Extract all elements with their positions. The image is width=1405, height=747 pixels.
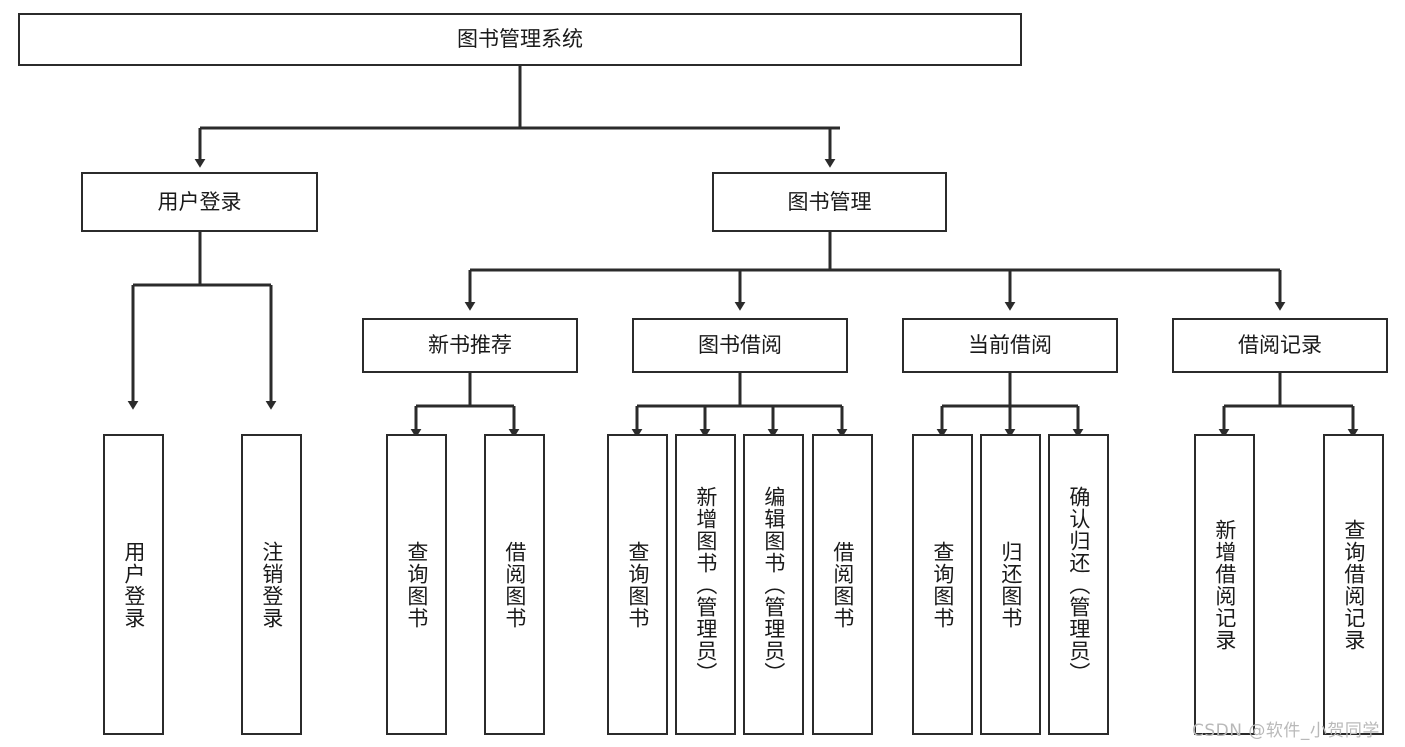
node-new-book-recommend[interactable]: 新书推荐 bbox=[362, 318, 578, 373]
node-label: 确认归还（管理员） bbox=[1066, 485, 1091, 684]
node-leaf-query-book-1[interactable]: 查询图书 bbox=[386, 434, 447, 735]
node-leaf-borrow-book-1[interactable]: 借阅图书 bbox=[484, 434, 545, 735]
node-leaf-add-record[interactable]: 新增借阅记录 bbox=[1194, 434, 1255, 735]
node-book-borrow[interactable]: 图书借阅 bbox=[632, 318, 848, 373]
node-current-borrow[interactable]: 当前借阅 bbox=[902, 318, 1118, 373]
node-leaf-borrow-book-2[interactable]: 借阅图书 bbox=[812, 434, 873, 735]
node-label: 编辑图书（管理员） bbox=[761, 485, 786, 684]
node-label: 用户登录 bbox=[121, 540, 146, 629]
node-root-system[interactable]: 图书管理系统 bbox=[18, 13, 1022, 66]
node-leaf-query-record[interactable]: 查询借阅记录 bbox=[1323, 434, 1384, 735]
node-label: 新增借阅记录 bbox=[1212, 518, 1237, 651]
node-leaf-edit-book[interactable]: 编辑图书（管理员） bbox=[743, 434, 804, 735]
node-label: 图书借阅 bbox=[698, 333, 782, 358]
node-leaf-query-book-3[interactable]: 查询图书 bbox=[912, 434, 973, 735]
node-label: 查询借阅记录 bbox=[1341, 518, 1366, 651]
node-leaf-user-login[interactable]: 用户登录 bbox=[103, 434, 164, 735]
node-label: 查询图书 bbox=[930, 540, 955, 629]
node-label: 查询图书 bbox=[625, 540, 650, 629]
node-leaf-confirm-return[interactable]: 确认归还（管理员） bbox=[1048, 434, 1109, 735]
node-label: 新增图书（管理员） bbox=[693, 485, 718, 684]
node-label: 当前借阅 bbox=[968, 333, 1052, 358]
node-label: 图书管理系统 bbox=[457, 27, 583, 52]
node-label: 图书管理 bbox=[787, 189, 872, 214]
node-leaf-logout[interactable]: 注销登录 bbox=[241, 434, 302, 735]
csdn-watermark: CSDN @软件_小贺同学 bbox=[1192, 721, 1380, 741]
node-book-management[interactable]: 图书管理 bbox=[712, 172, 947, 232]
node-leaf-return-book[interactable]: 归还图书 bbox=[980, 434, 1041, 735]
node-label: 查询图书 bbox=[404, 540, 429, 629]
node-label: 注销登录 bbox=[259, 540, 284, 629]
node-user-login[interactable]: 用户登录 bbox=[81, 172, 318, 232]
node-label: 借阅图书 bbox=[830, 540, 855, 629]
node-leaf-add-book[interactable]: 新增图书（管理员） bbox=[675, 434, 736, 735]
node-label: 新书推荐 bbox=[428, 333, 512, 358]
node-borrow-record[interactable]: 借阅记录 bbox=[1172, 318, 1388, 373]
node-label: 借阅记录 bbox=[1238, 333, 1322, 358]
node-leaf-query-book-2[interactable]: 查询图书 bbox=[607, 434, 668, 735]
node-label: 用户登录 bbox=[157, 189, 242, 214]
node-label: 借阅图书 bbox=[502, 540, 527, 629]
node-label: 归还图书 bbox=[998, 540, 1023, 629]
